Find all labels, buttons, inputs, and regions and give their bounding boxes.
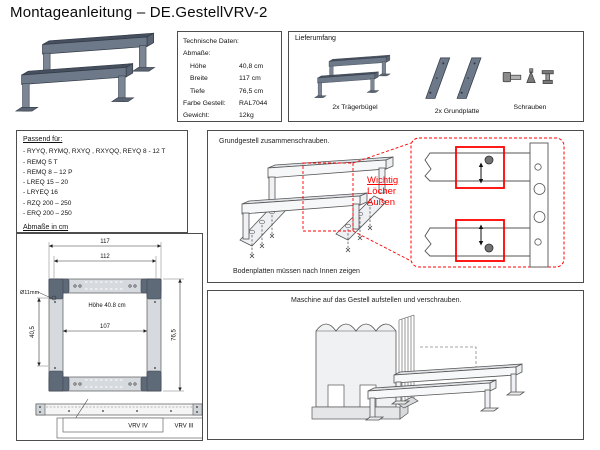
step1-drawing [239, 137, 565, 268]
delivery-item-label: 2x Trägerbügel [332, 104, 378, 111]
base-plate-3d-icon [425, 57, 482, 99]
dimension-drawing-panel: 117 112 [16, 233, 203, 441]
dim-hole-diameter: Ø11mm [20, 290, 40, 296]
spec-label: Breite [190, 75, 208, 83]
step1-note: Bodenplatten müssen nach Innen zeigen [233, 268, 360, 275]
delivery-item-label: 2x Grundplatte [434, 108, 480, 115]
technical-data-panel: Technische Daten: Abmaße: Höhe 40,8 cm B… [177, 31, 282, 122]
dim-height-note: Höhe 40.8 cm [88, 303, 125, 309]
carrier-bracket-3d-icon [314, 54, 391, 98]
dim-depth: 76,5 [172, 329, 178, 341]
variant-label-vrv-iii: VRV III [175, 424, 194, 430]
step2-drawing [311, 314, 526, 421]
warning-line: Wichtig [367, 175, 399, 186]
model-list-item: - RYYQ, RYMQ, RXYQ , RXYQQ, REYQ 8 - 12 … [23, 148, 166, 156]
spec-label: Tiefe [190, 87, 205, 95]
variant-label-vrv-iv: VRV IV [128, 424, 148, 430]
delivery-item-label: Schrauben [513, 104, 547, 111]
spec-value: 117 cm [239, 75, 261, 83]
scope-of-delivery-heading: Lieferumfang [295, 35, 336, 42]
model-list-item: - LREQ 15 – 20 [23, 179, 69, 187]
compatibility-heading: Passend für: [23, 136, 63, 143]
spec-row: Gewicht: 12kg [183, 110, 276, 122]
technical-data-heading: Technische Daten: [183, 38, 239, 45]
spec-value: 12kg [239, 112, 254, 120]
dim-hole-spacing: 40,5 [30, 326, 36, 338]
spec-value: 76,5 cm [239, 87, 264, 95]
spec-value: RAL7044 [239, 100, 268, 108]
assembly-step1-panel: Grundgestell zusammenschrauben. [207, 130, 584, 283]
screws-icon [502, 68, 554, 84]
step1-heading: Grundgestell zusammenschrauben. [219, 138, 330, 145]
spec-value: 40,8 cm [239, 62, 264, 70]
assembly-step2-panel: Maschine auf das Gestell aufstellen und … [207, 290, 584, 440]
spec-label: Farbe Gestell: [183, 100, 226, 108]
scope-of-delivery-panel: Lieferumfang 2x Trägerbügel 2x Grundplat… [288, 31, 584, 122]
spec-label: Höhe [190, 62, 207, 70]
model-list-item: - REMQ 5 T [23, 158, 58, 166]
dimension-drawing: 117 112 [20, 239, 202, 439]
spec-label: Gewicht: [183, 112, 210, 120]
spec-row: Breite 117 cm [183, 73, 276, 85]
dim-outer-width: 117 [100, 239, 110, 245]
dim-clear-width: 107 [100, 324, 111, 330]
spec-row: Tiefe 76,5 cm [183, 86, 276, 98]
page-title: Montageanleitung – DE.GestellVRV-2 [10, 4, 268, 21]
dimensions-note: Abmaße in cm [23, 224, 69, 232]
dim-inner-width: 112 [100, 254, 110, 260]
model-list-item: - RZQ 200 – 250 [23, 199, 72, 207]
spec-row: Farbe Gestell: RAL7044 [183, 98, 276, 110]
frame-3d-render [15, 32, 155, 112]
dimensions-group-label: Abmaße: [183, 50, 211, 58]
model-list-item: - ERQ 200 – 250 [23, 210, 72, 218]
warning-text: Wichtig Löcher Außen [367, 175, 398, 208]
warning-line: Löcher [367, 186, 397, 197]
model-list-item: - LRYEQ 16 [23, 189, 58, 197]
warning-line: Außen [367, 197, 395, 208]
model-list-item: - REMQ 8 – 12 P [23, 168, 73, 176]
step2-heading: Maschine auf das Gestell aufstellen und … [291, 297, 462, 304]
compatibility-panel: Passend für: - RYYQ, RYMQ, RXYQ , RXYQQ,… [16, 130, 188, 233]
spec-row: Höhe 40,8 cm [183, 61, 276, 73]
